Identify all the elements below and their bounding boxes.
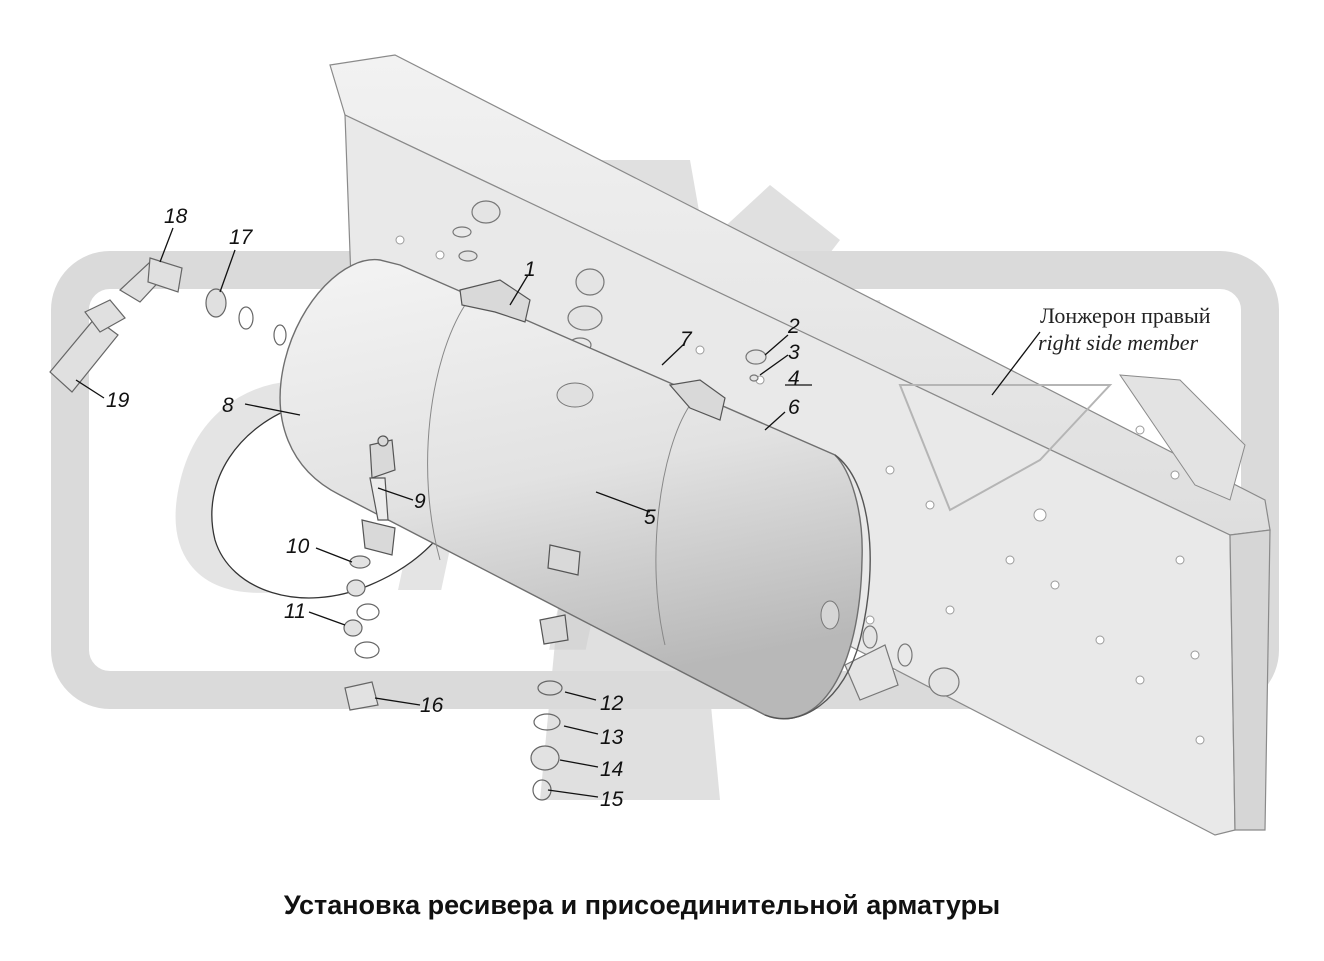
callout-17: 17 [229,226,254,249]
diagram-caption: Установка ресивера и присоединительной а… [283,890,1001,920]
callout-13: 13 [600,726,624,749]
callout-10: 10 [286,535,310,558]
callout-7: 7 [680,328,693,351]
callout-2: 2 [787,315,800,338]
callout-8: 8 [222,394,234,417]
callout-14: 14 [600,758,623,781]
callout-11: 11 [284,600,306,623]
callout-4: 4 [788,367,800,390]
callouts: 1 2 3 4 5 6 7 8 9 10 11 12 13 14 15 16 1… [106,205,800,811]
callout-18: 18 [164,205,188,228]
callout-16: 16 [420,694,444,717]
clamps [361,279,726,645]
receiver-tank [279,259,871,720]
callout-9: 9 [414,490,426,513]
leader-lines [75,227,1041,798]
lower-fittings [343,555,563,801]
callout-19: 19 [106,389,130,412]
left-fittings [49,257,287,393]
member-label-ru: Лонжерон правый [1040,303,1211,328]
callout-6: 6 [788,396,800,419]
callout-3: 3 [788,341,800,364]
callout-5: 5 [644,506,656,529]
callout-15: 15 [600,788,624,811]
callout-12: 12 [600,692,624,715]
member-label-en: right side member [1038,330,1199,355]
callout-1: 1 [524,258,536,281]
